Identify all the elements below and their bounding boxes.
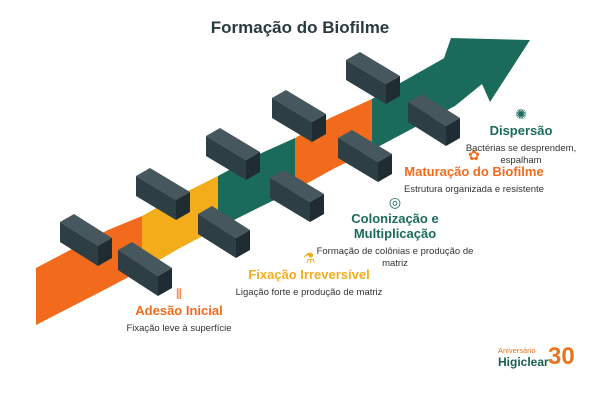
stage-dispersao: ✺ Dispersão Bactérias se desprendem, esp… bbox=[456, 106, 586, 167]
ribbon-segment-3 bbox=[218, 138, 295, 228]
stage-description: Fixação leve à superfície bbox=[126, 323, 232, 334]
bacterium-icon: ⦀ bbox=[175, 286, 183, 302]
block-pair-2 bbox=[136, 168, 250, 258]
block-pair-5 bbox=[346, 52, 460, 146]
stage-description: Formação de colônias e produção de matri… bbox=[316, 246, 474, 269]
block-pair-3 bbox=[206, 128, 324, 222]
higiclear-logo: Aniversário Higiclear 30 bbox=[498, 343, 578, 376]
virus-icon: ✺ bbox=[515, 106, 527, 122]
stage-colonizacao: ◎ Colonização e Multiplicação Formação d… bbox=[310, 194, 480, 270]
ribbon-arrowhead bbox=[444, 38, 530, 106]
stage-description: Estrutura organizada e resistente bbox=[404, 184, 544, 195]
ribbon-segment-2 bbox=[142, 176, 218, 270]
stage-maturacao: ✿ Maturação do Biofilme Estrutura organi… bbox=[398, 147, 550, 196]
stage-title: Dispersão bbox=[489, 123, 553, 138]
stage-adesao-inicial: ⦀ Adesão Inicial Fixação leve à superfíc… bbox=[104, 286, 254, 335]
stage-description: Ligação forte e produção de matriz bbox=[235, 287, 383, 298]
stage-title: Fixação Irreversível bbox=[248, 267, 370, 282]
logo-number: 30 bbox=[548, 343, 575, 370]
logo-brand-text: Higiclear bbox=[498, 355, 549, 369]
petri-dish-icon: ◎ bbox=[388, 194, 402, 210]
block-pair-1 bbox=[60, 214, 172, 296]
block-pair-4 bbox=[272, 90, 392, 182]
stage-fixacao-irreversivel: ⚗ Fixação Irreversível Ligação forte e p… bbox=[234, 250, 384, 299]
stage-title: Adesão Inicial bbox=[135, 303, 223, 318]
ribbon-segment-4 bbox=[295, 99, 372, 190]
stage-title: Maturação do Biofilme bbox=[404, 164, 544, 179]
logo-anniversary-text: Aniversário bbox=[498, 346, 536, 355]
diagram-title: Formação do Biofilme bbox=[210, 18, 390, 37]
vial-icon: ⚗ bbox=[302, 250, 316, 266]
cell-cluster-icon: ✿ bbox=[468, 147, 480, 163]
stage-title: Colonização e Multiplicação bbox=[351, 211, 439, 241]
ribbon-segment-1 bbox=[36, 216, 142, 325]
stage-description: Bactérias se desprendem, espalham bbox=[465, 143, 577, 166]
